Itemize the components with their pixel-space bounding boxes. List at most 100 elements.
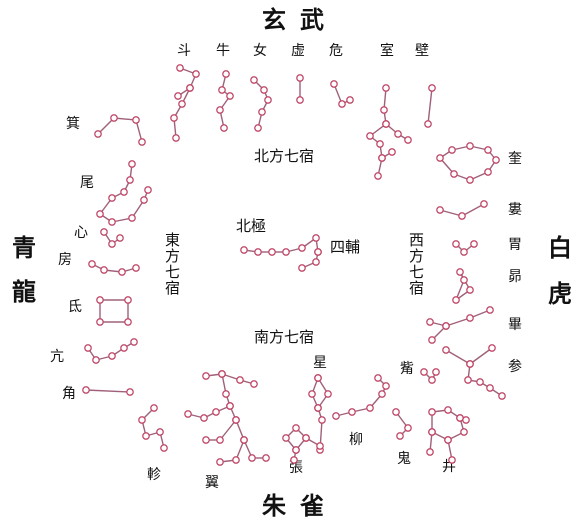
star-shi xyxy=(382,84,390,92)
star-shi xyxy=(366,132,374,140)
star-kang xyxy=(108,352,116,360)
constellation-bi2 xyxy=(429,309,491,327)
mansion-label-wei3: 尾 xyxy=(80,175,94,191)
star-zhang2 xyxy=(316,442,324,450)
star-jiao xyxy=(126,388,134,396)
star-zi xyxy=(428,376,436,384)
star-zhang2 xyxy=(292,446,300,454)
star-zhang2 xyxy=(302,434,310,442)
star-ji xyxy=(138,138,146,146)
star-wei xyxy=(330,80,338,88)
star-jing2 xyxy=(448,456,456,464)
mansion-label-lou: 婁 xyxy=(508,202,522,218)
star-kui xyxy=(484,168,492,176)
mansion-label-xin: 心 xyxy=(74,225,88,241)
star-yi xyxy=(232,456,240,464)
star-mao xyxy=(456,268,464,276)
star-xin xyxy=(100,228,108,236)
star-pole xyxy=(254,248,262,256)
star-jing2 xyxy=(462,416,470,424)
star-yi xyxy=(226,402,234,410)
mansion-label-yi: 翼 xyxy=(205,475,219,491)
star-bi2 xyxy=(486,306,494,314)
star-shi xyxy=(394,130,402,138)
mansion-label-zi: 觜 xyxy=(400,361,414,377)
star-link xyxy=(219,419,237,441)
star-yi xyxy=(236,376,244,384)
star-dou xyxy=(172,134,180,142)
star-xu xyxy=(296,96,304,104)
star-yi xyxy=(218,370,226,378)
star-link xyxy=(427,87,433,125)
star-yi xyxy=(250,380,258,388)
star-lou xyxy=(480,200,488,208)
star-wei xyxy=(338,100,346,108)
star-nv xyxy=(260,86,268,94)
star-zhen xyxy=(160,444,168,452)
star-link xyxy=(85,389,131,393)
star-jiao xyxy=(82,386,90,394)
constellation-mao xyxy=(455,271,471,301)
star-di xyxy=(96,318,104,326)
star-gui xyxy=(392,408,400,416)
star-kui xyxy=(484,146,492,154)
star-wei3 xyxy=(120,188,128,196)
star-jing xyxy=(428,408,436,416)
star-mao xyxy=(452,296,460,304)
star-kui xyxy=(492,156,500,164)
star-fang xyxy=(88,260,96,268)
mansion-label-xing: 星 xyxy=(313,355,327,371)
star-jing2 xyxy=(426,448,434,456)
star-dou xyxy=(186,84,194,92)
star-dou xyxy=(176,64,184,72)
star-di xyxy=(96,296,104,304)
star-kui xyxy=(450,170,458,178)
star-liu xyxy=(378,390,386,398)
star-yi xyxy=(262,454,270,462)
star-nv xyxy=(250,76,258,84)
star-fang xyxy=(118,268,126,276)
star-shen xyxy=(442,346,450,354)
star-zhang xyxy=(292,424,300,432)
mansion-label-xu: 虚 xyxy=(291,43,305,59)
star-niu xyxy=(222,70,230,78)
star-kui xyxy=(436,154,444,162)
star-shi xyxy=(380,106,388,114)
star-yi xyxy=(248,454,256,462)
star-nv xyxy=(258,108,266,116)
constellation-shen xyxy=(467,363,503,397)
star-yi xyxy=(184,410,192,418)
star-lou xyxy=(436,206,444,214)
star-kui xyxy=(466,176,474,184)
south-group-label: 南方七宿 xyxy=(254,328,315,346)
star-niu xyxy=(216,106,224,114)
star-liu xyxy=(374,374,382,382)
star-link xyxy=(461,203,485,217)
mansion-label-nv: 女 xyxy=(253,43,267,59)
star-niu xyxy=(218,86,226,94)
star-shi xyxy=(374,172,382,180)
star-shi xyxy=(378,154,386,162)
star-xin xyxy=(116,234,124,242)
constellation-bi xyxy=(427,87,433,125)
star-jing xyxy=(444,406,452,414)
star-xing xyxy=(308,390,316,398)
star-pole xyxy=(268,248,276,256)
star-di xyxy=(124,296,132,304)
star-mao xyxy=(466,286,474,294)
star-gui xyxy=(404,424,412,432)
star-yi xyxy=(202,372,210,380)
star-wei3 xyxy=(108,218,116,226)
east-group-label: 東方七宿 xyxy=(163,232,181,296)
mansion-label-zhang: 張 xyxy=(289,460,303,476)
star-pole xyxy=(240,246,248,254)
star-xu xyxy=(296,74,304,82)
east-guardian-label-2: 龍 xyxy=(12,278,36,306)
star-dou xyxy=(178,100,186,108)
mansion-label-gui: 鬼 xyxy=(397,451,411,467)
constellation-niu xyxy=(219,73,231,129)
mansion-label-kui: 奎 xyxy=(508,151,522,167)
star-shen xyxy=(498,392,506,400)
star-bi2 xyxy=(442,322,450,330)
constellation-shi xyxy=(369,87,387,177)
